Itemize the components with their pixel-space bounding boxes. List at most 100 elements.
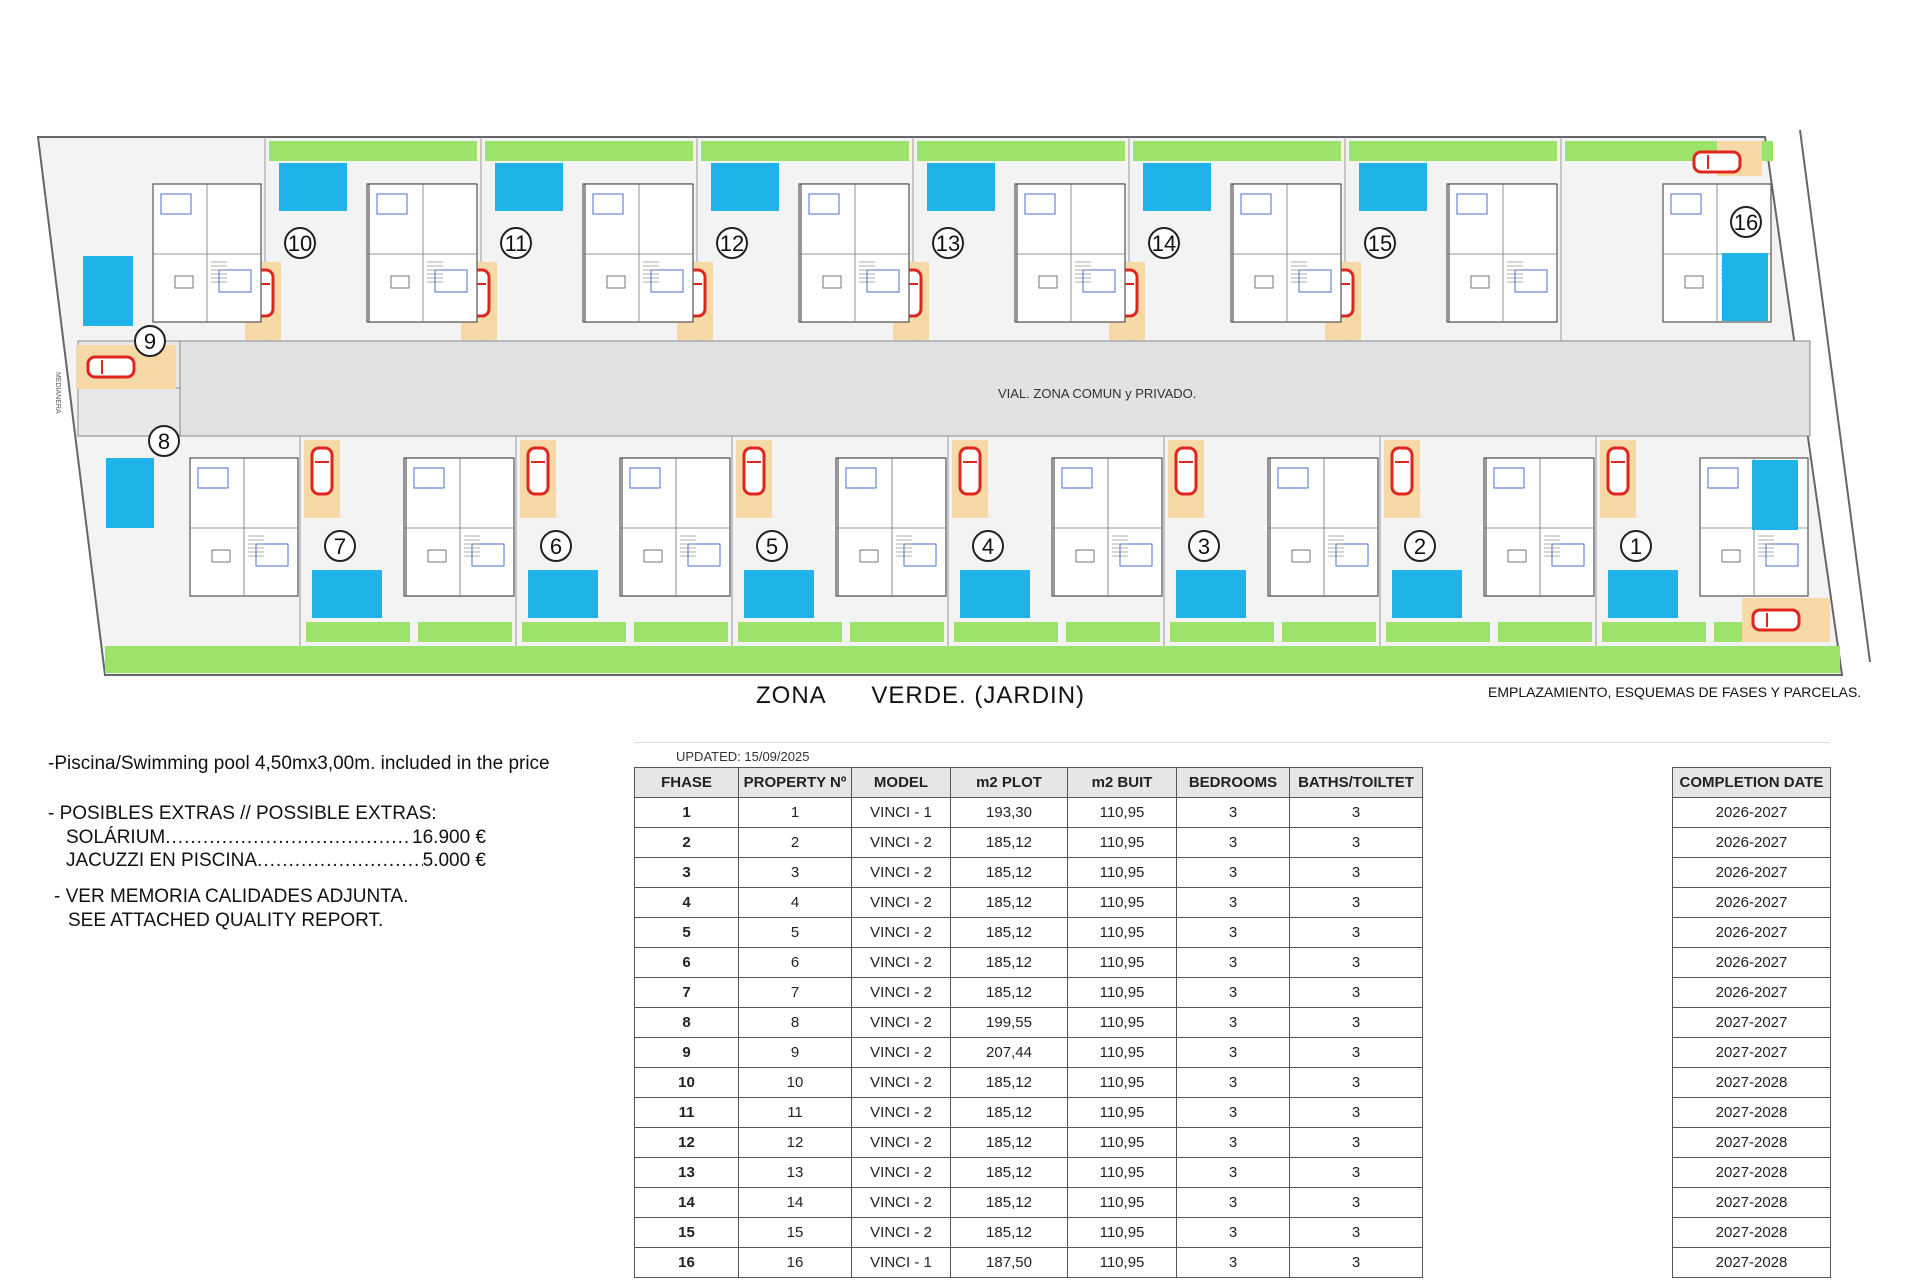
grass-strip: [1133, 141, 1237, 161]
table-cell-fase: 1: [634, 797, 739, 828]
updated-date: UPDATED: 15/09/2025: [676, 749, 810, 764]
table-cell-date: 2027-2027: [1672, 1037, 1831, 1068]
pool-bottom: [528, 570, 598, 618]
table-cell-date: 2026-2027: [1672, 947, 1831, 978]
table-cell-plot: 185,12: [950, 917, 1068, 948]
table-cell-built: 110,95: [1067, 1157, 1177, 1188]
extras-title: - POSIBLES EXTRAS // POSSIBLE EXTRAS:: [48, 802, 437, 824]
quality-note: - VER MEMORIA CALIDADES ADJUNTA.: [54, 886, 409, 907]
table-cell-bath: 3: [1289, 947, 1423, 978]
green-zone-label: ZONA VERDE. (JARDIN): [756, 682, 1086, 709]
table-cell-bed: 3: [1176, 827, 1290, 858]
table-row: 2026-2027: [1672, 947, 1831, 978]
table-cell-built: 110,95: [1067, 1067, 1177, 1098]
plot-number-badge: [1730, 206, 1762, 238]
table-cell-fase: 10: [634, 1067, 739, 1098]
table-cell-fase: 5: [634, 917, 739, 948]
table-cell-fase: 15: [634, 1217, 739, 1248]
table-cell-date: 2027-2028: [1672, 1247, 1831, 1278]
extra-price: 5.000 €: [422, 850, 486, 872]
table-row: 2026-2027: [1672, 887, 1831, 918]
table-row: 2027-2027: [1672, 1007, 1831, 1038]
plot-number: 5: [766, 534, 778, 559]
plot-number-badge: [1364, 227, 1396, 259]
table-cell-prop: 7: [738, 977, 852, 1008]
table-cell-built: 110,95: [1067, 1127, 1177, 1158]
table-cell-model: VINCI - 1: [851, 1247, 951, 1278]
table-cell-date: 2026-2027: [1672, 917, 1831, 948]
table-cell-date: 2027-2028: [1672, 1217, 1831, 1248]
table-row: 2027-2028: [1672, 1247, 1831, 1278]
col-header: FHASE: [634, 767, 739, 798]
table-cell-date: 2027-2028: [1672, 1127, 1831, 1158]
table-cell-plot: 185,12: [950, 1127, 1068, 1158]
table-cell-built: 110,95: [1067, 887, 1177, 918]
col-header: MODEL: [851, 767, 951, 798]
table-row: 2026-2027: [1672, 857, 1831, 888]
grass-strip: [850, 622, 944, 642]
table-cell-prop: 2: [738, 827, 852, 858]
table-cell-model: VINCI - 2: [851, 1157, 951, 1188]
plot-number: 4: [982, 534, 994, 559]
col-header: BATHS/TOILTET: [1289, 767, 1423, 798]
table-cell-plot: 185,12: [950, 857, 1068, 888]
table-cell-fase: 6: [634, 947, 739, 978]
table-cell-fase: 16: [634, 1247, 739, 1278]
table-row: 2027-2028: [1672, 1097, 1831, 1128]
table-cell-model: VINCI - 2: [851, 1217, 951, 1248]
plot-number: 3: [1198, 534, 1210, 559]
table-cell-plot: 187,50: [950, 1247, 1068, 1278]
plot-number-badge: [324, 530, 356, 562]
plot-number-badge: [1620, 530, 1652, 562]
pool-bottom: [960, 570, 1030, 618]
car-icon: [310, 446, 334, 496]
table-cell-bed: 3: [1176, 1217, 1290, 1248]
table-row: 2026-2027: [1672, 917, 1831, 948]
table-cell-bath: 3: [1289, 1097, 1423, 1128]
table-cell-date: 2027-2027: [1672, 1007, 1831, 1038]
table-cell-model: VINCI - 2: [851, 887, 951, 918]
table-row: 2027-2028: [1672, 1187, 1831, 1218]
table-cell-bed: 3: [1176, 1247, 1290, 1278]
plot-number: 6: [550, 534, 562, 559]
table-cell-prop: 12: [738, 1127, 852, 1158]
pool-top: [927, 163, 995, 211]
grass-strip: [1231, 141, 1341, 161]
road: [179, 340, 1811, 437]
grass-strip: [522, 622, 626, 642]
plot-number-badge: [148, 425, 180, 457]
table-cell-prop: 3: [738, 857, 852, 888]
table-cell-model: VINCI - 2: [851, 1187, 951, 1218]
table-cell-bath: 3: [1289, 1067, 1423, 1098]
table-cell-bath: 3: [1289, 1157, 1423, 1188]
pool-bottom: [744, 570, 814, 618]
table-cell-built: 110,95: [1067, 1007, 1177, 1038]
table-cell-bath: 3: [1289, 857, 1423, 888]
table-cell-built: 110,95: [1067, 797, 1177, 828]
car-icon: [1692, 150, 1742, 174]
table-cell-bed: 3: [1176, 1067, 1290, 1098]
pool-side: [1752, 460, 1798, 530]
table-cell-model: VINCI - 2: [851, 977, 951, 1008]
table-cell-built: 110,95: [1067, 1217, 1177, 1248]
table-cell-date: 2027-2028: [1672, 1067, 1831, 1098]
table-cell-bed: 3: [1176, 947, 1290, 978]
extra-label: SOLÁRIUM: [66, 826, 166, 848]
table-cell-plot: 207,44: [950, 1037, 1068, 1068]
plot-number-badge: [1404, 530, 1436, 562]
table-cell-fase: 8: [634, 1007, 739, 1038]
table-cell-bed: 3: [1176, 887, 1290, 918]
table-cell-prop: 6: [738, 947, 852, 978]
table-cell-built: 110,95: [1067, 827, 1177, 858]
car-icon: [1751, 608, 1801, 632]
extra-jacuzzi: JACUZZI EN PISCINA 5.000 €: [66, 849, 486, 873]
table-header-row: COMPLETION DATE: [1672, 767, 1831, 798]
grass-strip: [418, 622, 512, 642]
road-label: VIAL. ZONA COMUN y PRIVADO.: [998, 386, 1196, 401]
